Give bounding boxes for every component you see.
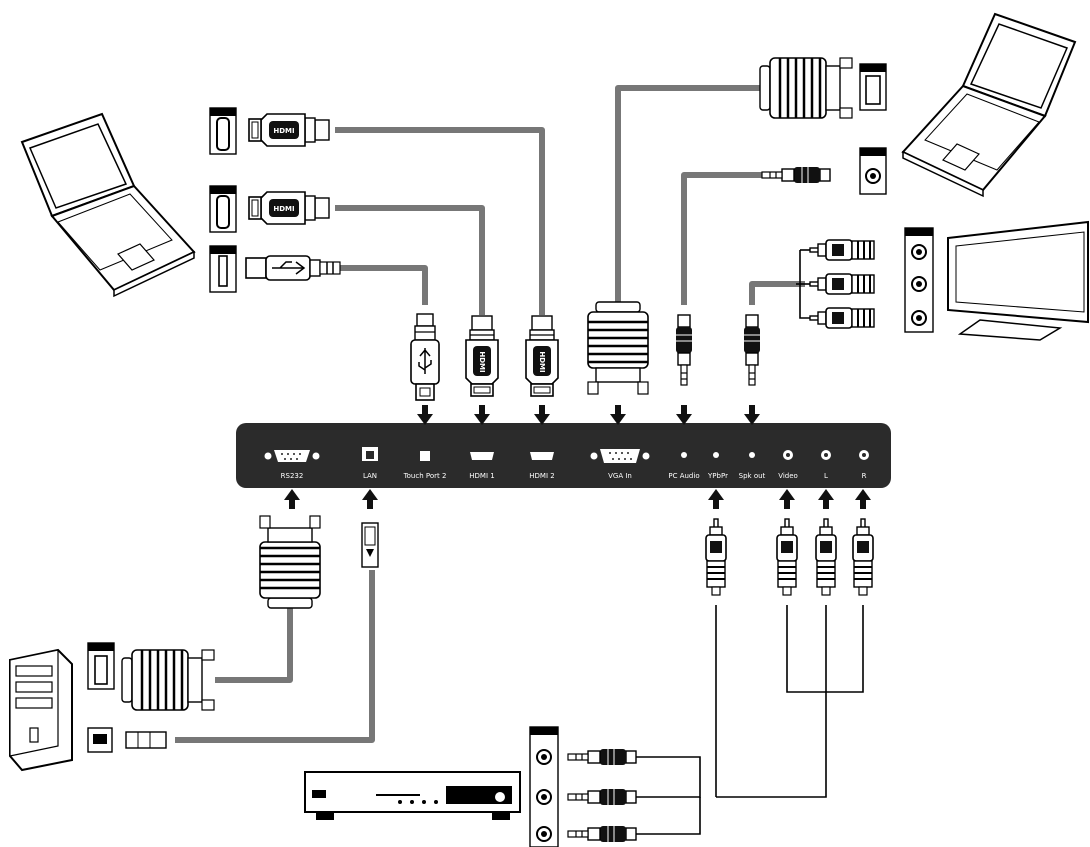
audio-jack-plug-icon <box>743 314 761 386</box>
wire-tv-r <box>799 250 810 319</box>
cable-pc-audio <box>681 172 765 305</box>
port-label-lan: LAN <box>363 472 377 480</box>
rca-plug-icon <box>815 518 837 596</box>
port-label-video: Video <box>778 472 798 480</box>
cable-rs232 <box>215 600 293 683</box>
rca-plug-icon <box>705 518 727 596</box>
port-pc-audio[interactable] <box>681 452 687 458</box>
vga-plug-icon <box>586 300 650 396</box>
arrow-up-icon <box>708 489 724 509</box>
rca-plug-icon <box>809 239 875 261</box>
cable-hdmi2 <box>335 205 485 315</box>
hdmi-source-2 <box>209 185 330 233</box>
cable-spk-out <box>749 281 805 305</box>
hdmi-plug-icon <box>525 315 559 397</box>
laptop-icon-left <box>21 113 195 297</box>
jack-plugs-dvd <box>567 748 637 843</box>
port-label-rs232: RS232 <box>281 472 304 480</box>
rs232-source <box>87 642 216 712</box>
arrow-up-icon <box>855 489 871 509</box>
dvd-player-icon <box>304 771 521 820</box>
lan-source <box>87 727 167 753</box>
cable-vga-in <box>615 85 762 305</box>
audio-jack-plug-icon <box>567 788 637 806</box>
vga-plug-icon <box>758 56 854 120</box>
port-vga[interactable] <box>590 449 650 463</box>
tv-monitor-icon <box>947 220 1089 341</box>
hdmi-plug-icon <box>465 315 499 397</box>
audio-jack-plug-icon <box>761 166 831 184</box>
wires <box>610 249 864 835</box>
audio-source <box>761 147 887 195</box>
port-ypbpr[interactable] <box>713 452 719 458</box>
arrows-up <box>284 489 871 509</box>
av-jacks-dvd <box>529 726 559 847</box>
audio-jack-plug-icon <box>567 825 637 843</box>
cables <box>175 85 805 743</box>
port-label-spk-out: Spk out <box>739 472 766 480</box>
port-audio-l[interactable] <box>821 450 831 460</box>
rca-plug-icon <box>809 273 875 295</box>
port-lan[interactable] <box>362 447 378 461</box>
wire-dvd-3 <box>618 797 701 835</box>
rca-plug-icon <box>809 307 875 329</box>
arrow-up-icon <box>284 489 300 509</box>
port-label-hdmi1: HDMI 1 <box>469 472 494 480</box>
rca-plugs-bottom <box>705 518 874 596</box>
port-label-r: R <box>862 472 867 480</box>
rca-plug-icon <box>852 518 874 596</box>
arrow-up-icon <box>362 489 378 509</box>
av-out-jacks <box>904 227 934 333</box>
arrow-up-icon <box>818 489 834 509</box>
desktop-pc-icon <box>9 648 73 772</box>
port-rs232[interactable] <box>264 450 320 462</box>
cable-lan <box>175 570 375 743</box>
port-hdmi1[interactable] <box>470 452 494 460</box>
db9-plug-icon <box>258 514 322 610</box>
port-label-vga: VGA In <box>608 472 632 480</box>
rj45-plug <box>361 522 379 568</box>
port-video[interactable] <box>783 450 793 460</box>
port-touch2[interactable] <box>420 451 430 461</box>
port-label-hdmi2: HDMI 2 <box>529 472 554 480</box>
db9-plug-icon <box>120 648 216 712</box>
arrow-down-icon <box>610 405 626 425</box>
cable-hdmi1 <box>335 127 545 315</box>
hdmi-plug-icon <box>248 191 330 225</box>
wire-dvd-2 <box>716 605 827 798</box>
wire-dvd-1 <box>610 756 701 798</box>
arrow-down-icon <box>474 405 490 425</box>
cable-usb-touch <box>340 265 428 305</box>
port-hdmi2[interactable] <box>530 452 554 460</box>
usb-b-plug-icon <box>410 313 440 401</box>
port-audio-r[interactable] <box>859 450 869 460</box>
arrow-up-icon <box>779 489 795 509</box>
rca-plug-icon <box>776 518 798 596</box>
arrow-down-icon <box>417 405 433 425</box>
vga-plug-rs232 <box>258 514 322 610</box>
port-label-pc-audio: PC Audio <box>668 472 699 480</box>
arrow-down-icon <box>676 405 692 425</box>
audio-jack-plug-icon <box>567 748 637 766</box>
port-label-ypbpr: YPbPr <box>707 472 728 480</box>
vga-source <box>758 56 887 120</box>
hdmi-source-1 <box>209 107 330 155</box>
arrow-down-icon <box>744 405 760 425</box>
usb-source <box>209 245 341 293</box>
arrow-down-icon <box>534 405 550 425</box>
arrows-down <box>417 405 760 425</box>
port-label-l: L <box>824 472 828 480</box>
rca-plugs-tv <box>809 239 875 329</box>
port-spk-out[interactable] <box>749 452 755 458</box>
port-label-touch2: Touch Port 2 <box>403 472 447 480</box>
audio-jack-plug-icon <box>675 314 693 386</box>
connection-panel: RS232 LAN Touch Port 2 HDMI 1 HDMI 2 VGA… <box>236 423 891 488</box>
laptop-icon-right <box>902 13 1076 197</box>
laptop-icon <box>902 13 1076 197</box>
hdmi-plug-icon <box>248 113 330 147</box>
wire-av-loop <box>786 605 864 693</box>
